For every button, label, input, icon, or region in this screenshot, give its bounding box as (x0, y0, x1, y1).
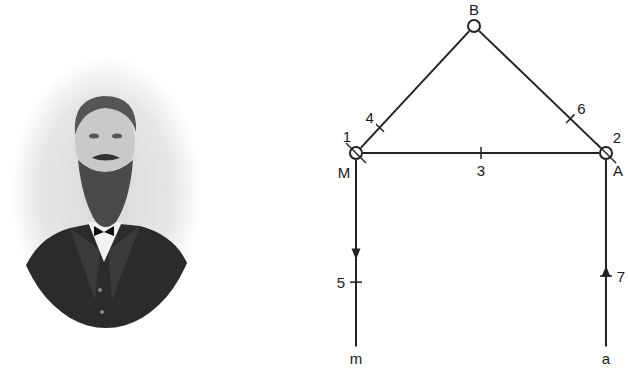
center-circle: B (467, 19, 481, 33)
callout-number: 6 (575, 100, 587, 117)
connector (600, 160, 612, 347)
tick-mark (375, 124, 384, 132)
connector (361, 31, 469, 148)
callout-number: 3 (475, 162, 487, 179)
cross-stroke (345, 142, 367, 164)
callout-number: 4 (363, 109, 375, 126)
callout-number: 5 (335, 274, 347, 291)
connector (363, 147, 599, 159)
center-circle: A (599, 146, 613, 160)
endpoint-label: m (348, 350, 365, 367)
callout-number: 7 (615, 268, 627, 285)
endpoint-label: a (600, 350, 612, 367)
node-letter: M (338, 164, 351, 181)
tick-mark (480, 147, 482, 159)
center-circle: M (349, 146, 363, 160)
connector (350, 160, 362, 347)
tick-mark (350, 281, 362, 283)
callout-number: 1 (343, 128, 351, 145)
arrowhead (602, 266, 611, 277)
endpoint-letter: m (348, 350, 365, 367)
tick-mark (566, 114, 574, 123)
node-letter: A (613, 162, 623, 179)
endpoint-letter: a (600, 350, 612, 367)
node-letter: B (469, 1, 479, 18)
arrowhead (352, 249, 361, 260)
connector (479, 31, 601, 148)
callout-number: 2 (613, 129, 621, 146)
